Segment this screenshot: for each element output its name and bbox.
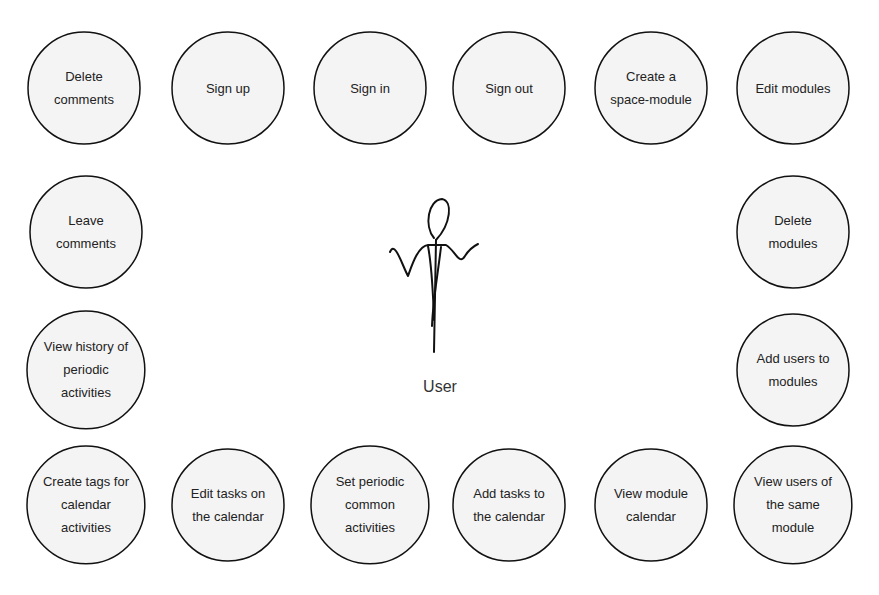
use-case-ellipse: Add users to modules (736, 313, 850, 427)
use-case-outline (736, 175, 850, 289)
use-case-ellipse: Set periodic common activities (310, 445, 430, 565)
use-case-outline (29, 175, 143, 289)
use-case-text-block: Create tags for calendar activities (42, 470, 130, 539)
use-case-label: Add users to modules (749, 347, 837, 393)
use-case-text-block: Edit modules (749, 77, 837, 100)
use-case-label: Delete comments (40, 65, 128, 111)
use-case-text-block: Set periodic common activities (326, 470, 414, 539)
use-case-ellipse: Leave comments (29, 175, 143, 289)
use-case-text-block: Delete modules (749, 209, 837, 255)
use-case-text-block: Sign in (326, 77, 414, 100)
use-case-ellipse: Edit modules (736, 31, 850, 145)
use-case-circle (30, 176, 142, 288)
use-case-circle (314, 32, 426, 144)
use-case-outline (452, 448, 566, 562)
use-case-circle (172, 32, 284, 144)
use-case-ellipse: Create tags for calendar activities (26, 445, 146, 565)
use-case-circle (453, 32, 565, 144)
use-case-circle (28, 32, 140, 144)
actor-head (428, 199, 449, 240)
use-case-text-block: View module calendar (607, 482, 695, 528)
use-case-circle (595, 32, 707, 144)
use-case-label: Create tags for calendar activities (42, 470, 130, 539)
use-case-circle (734, 446, 852, 564)
use-case-text-block: View users of the same module (749, 470, 837, 539)
use-case-label: View users of the same module (749, 470, 837, 539)
use-case-ellipse: Sign out (452, 31, 566, 145)
use-case-label: Sign out (485, 77, 533, 100)
use-case-outline (27, 31, 141, 145)
use-case-ellipse: Delete comments (27, 31, 141, 145)
use-case-label: Edit modules (755, 77, 830, 100)
use-case-ellipse: Delete modules (736, 175, 850, 289)
use-case-label: Delete modules (749, 209, 837, 255)
use-case-text-block: Edit tasks on the calendar (184, 482, 272, 528)
use-case-ellipse: View module calendar (594, 448, 708, 562)
use-case-ellipse: View history of periodic activities (26, 310, 146, 430)
use-case-circle (453, 449, 565, 561)
actor-arms (390, 244, 478, 276)
use-case-circle (311, 446, 429, 564)
use-case-circle (737, 314, 849, 426)
use-case-text-block: Add users to modules (749, 347, 837, 393)
use-case-label: Sign up (206, 77, 250, 100)
use-case-ellipse: Sign up (171, 31, 285, 145)
use-case-circle (737, 176, 849, 288)
use-case-label: Edit tasks on the calendar (184, 482, 272, 528)
use-case-circle (737, 32, 849, 144)
actor-body (428, 246, 434, 320)
use-case-outline (171, 448, 285, 562)
use-case-ellipse: View users of the same module (733, 445, 853, 565)
use-case-outline (594, 31, 708, 145)
use-case-label: Leave comments (42, 209, 130, 255)
use-case-circle (172, 449, 284, 561)
actor-name: User (423, 378, 457, 396)
use-case-text-block: Add tasks to the calendar (465, 482, 553, 528)
use-case-text-block: Sign out (465, 77, 553, 100)
use-case-text-block: Delete comments (40, 65, 128, 111)
use-case-label: View history of periodic activities (42, 335, 130, 404)
use-case-outline (594, 448, 708, 562)
use-case-label: Set periodic common activities (326, 470, 414, 539)
use-case-text-block: View history of periodic activities (42, 335, 130, 404)
use-case-text-block: Sign up (184, 77, 272, 100)
use-case-label: Add tasks to the calendar (465, 482, 553, 528)
use-case-ellipse: Edit tasks on the calendar (171, 448, 285, 562)
use-case-text-block: Leave comments (42, 209, 130, 255)
use-case-label: Sign in (350, 77, 390, 100)
use-case-outline (736, 313, 850, 427)
use-case-circle (27, 311, 145, 429)
use-case-circle (595, 449, 707, 561)
use-case-ellipse: Create a space-module (594, 31, 708, 145)
use-case-ellipse: Sign in (313, 31, 427, 145)
use-case-label: View module calendar (607, 482, 695, 528)
use-case-ellipse: Add tasks to the calendar (452, 448, 566, 562)
use-case-circle (27, 446, 145, 564)
use-case-label: Create a space-module (607, 65, 695, 111)
use-case-text-block: Create a space-module (607, 65, 695, 111)
